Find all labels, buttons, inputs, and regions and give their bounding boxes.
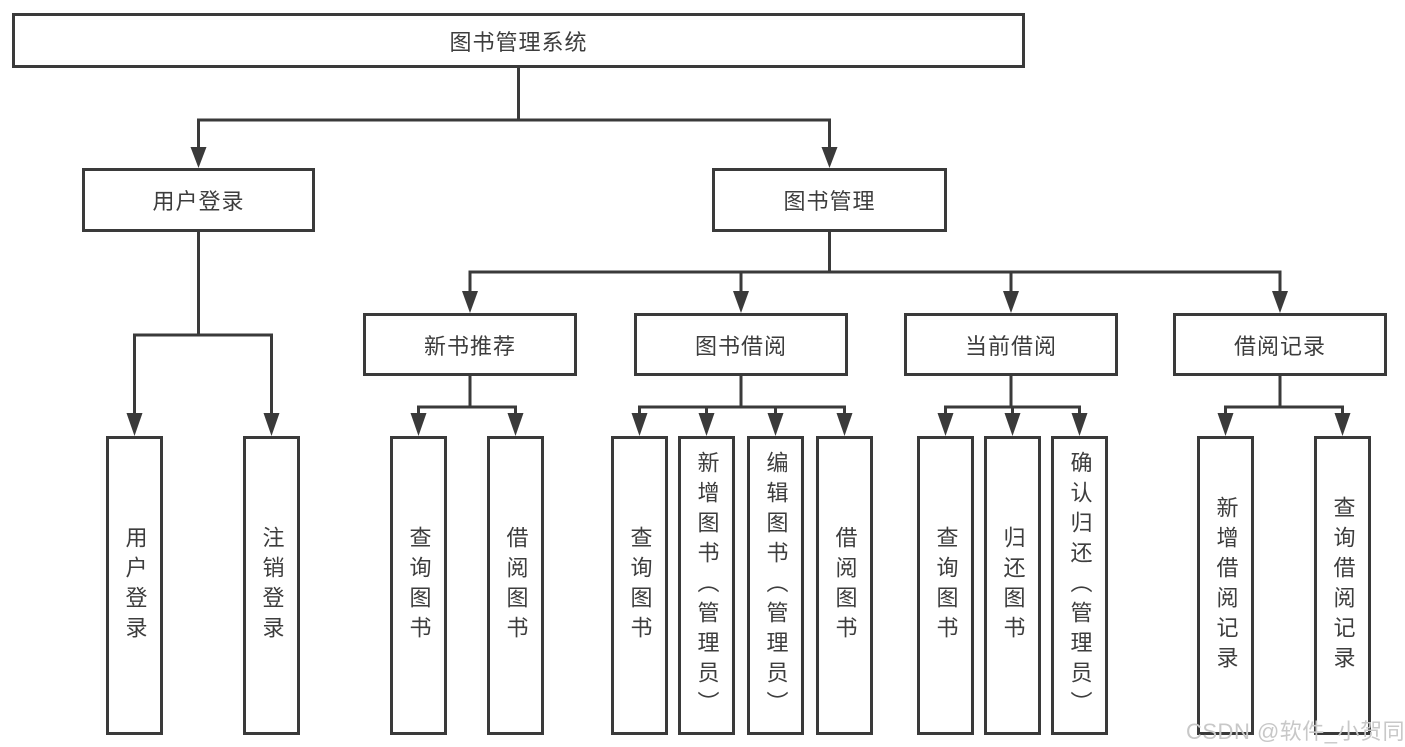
leaf-confirm-return-admin: 确认归还（管理员） (1051, 436, 1108, 735)
node-user-login: 用户登录 (82, 168, 315, 232)
node-current-borrow-label: 当前借阅 (964, 333, 1057, 359)
leaf-logout: 注销登录 (243, 436, 300, 735)
node-borrow-records-label: 借阅记录 (1233, 333, 1326, 359)
leaf-query-books-current: 查询图书 (917, 436, 974, 735)
leaf-add-book-admin-label: 新增图书（管理员） (694, 450, 720, 721)
connector-borrow-records-to-leaves (1217, 376, 1351, 436)
leaf-query-books-current-label: 查询图书 (933, 525, 959, 646)
connector-user-login-to-leaves (126, 232, 280, 436)
leaf-query-books-recommend: 查询图书 (390, 436, 447, 735)
connector-book-borrow-to-leaves (631, 376, 853, 436)
leaf-borrow-books-label: 借阅图书 (832, 525, 858, 646)
leaf-add-book-admin: 新增图书（管理员） (678, 436, 735, 735)
leaf-logout-label: 注销登录 (259, 525, 285, 646)
leaf-edit-book-admin-label: 编辑图书（管理员） (763, 450, 789, 721)
leaf-return-book: 归还图书 (984, 436, 1041, 735)
csdn-watermark: CSDN @软件_小贺同学 (1186, 719, 1405, 744)
node-book-borrow: 图书借阅 (634, 313, 848, 376)
leaf-query-books-borrow-label: 查询图书 (627, 525, 653, 646)
node-current-borrow: 当前借阅 (904, 313, 1118, 376)
node-book-management: 图书管理 (712, 168, 947, 232)
node-new-book-recommend-label: 新书推荐 (423, 333, 516, 359)
leaf-return-book-label: 归还图书 (1000, 525, 1026, 646)
connector-root-to-level2 (190, 68, 838, 168)
leaf-query-books-borrow: 查询图书 (611, 436, 668, 735)
node-book-borrow-label: 图书借阅 (694, 333, 787, 359)
leaf-query-borrow-record: 查询借阅记录 (1314, 436, 1371, 735)
leaf-confirm-return-admin-label: 确认归还（管理员） (1067, 450, 1093, 721)
connector-book-mgmt-to-level3 (462, 232, 1288, 313)
node-borrow-records: 借阅记录 (1173, 313, 1387, 376)
leaf-user-login: 用户登录 (106, 436, 163, 735)
node-root-system-label: 图书管理系统 (449, 29, 588, 55)
leaf-query-borrow-record-label: 查询借阅记录 (1330, 495, 1356, 676)
connector-current-borrow-to-leaves (937, 376, 1088, 436)
connector-new-books-to-leaves (410, 376, 524, 436)
node-user-login-label: 用户登录 (152, 189, 245, 214)
leaf-user-login-label: 用户登录 (122, 525, 148, 646)
leaf-edit-book-admin: 编辑图书（管理员） (747, 436, 804, 735)
leaf-add-borrow-record-label: 新增借阅记录 (1213, 495, 1239, 676)
leaf-query-books-recommend-label: 查询图书 (406, 525, 432, 646)
leaf-add-borrow-record: 新增借阅记录 (1197, 436, 1254, 735)
leaf-borrow-books-recommend: 借阅图书 (487, 436, 544, 735)
node-new-book-recommend: 新书推荐 (363, 313, 577, 376)
leaf-borrow-books-recommend-label: 借阅图书 (503, 525, 529, 646)
node-book-management-label: 图书管理 (783, 189, 876, 214)
node-root-system: 图书管理系统 (12, 13, 1025, 68)
leaf-borrow-books: 借阅图书 (816, 436, 873, 735)
